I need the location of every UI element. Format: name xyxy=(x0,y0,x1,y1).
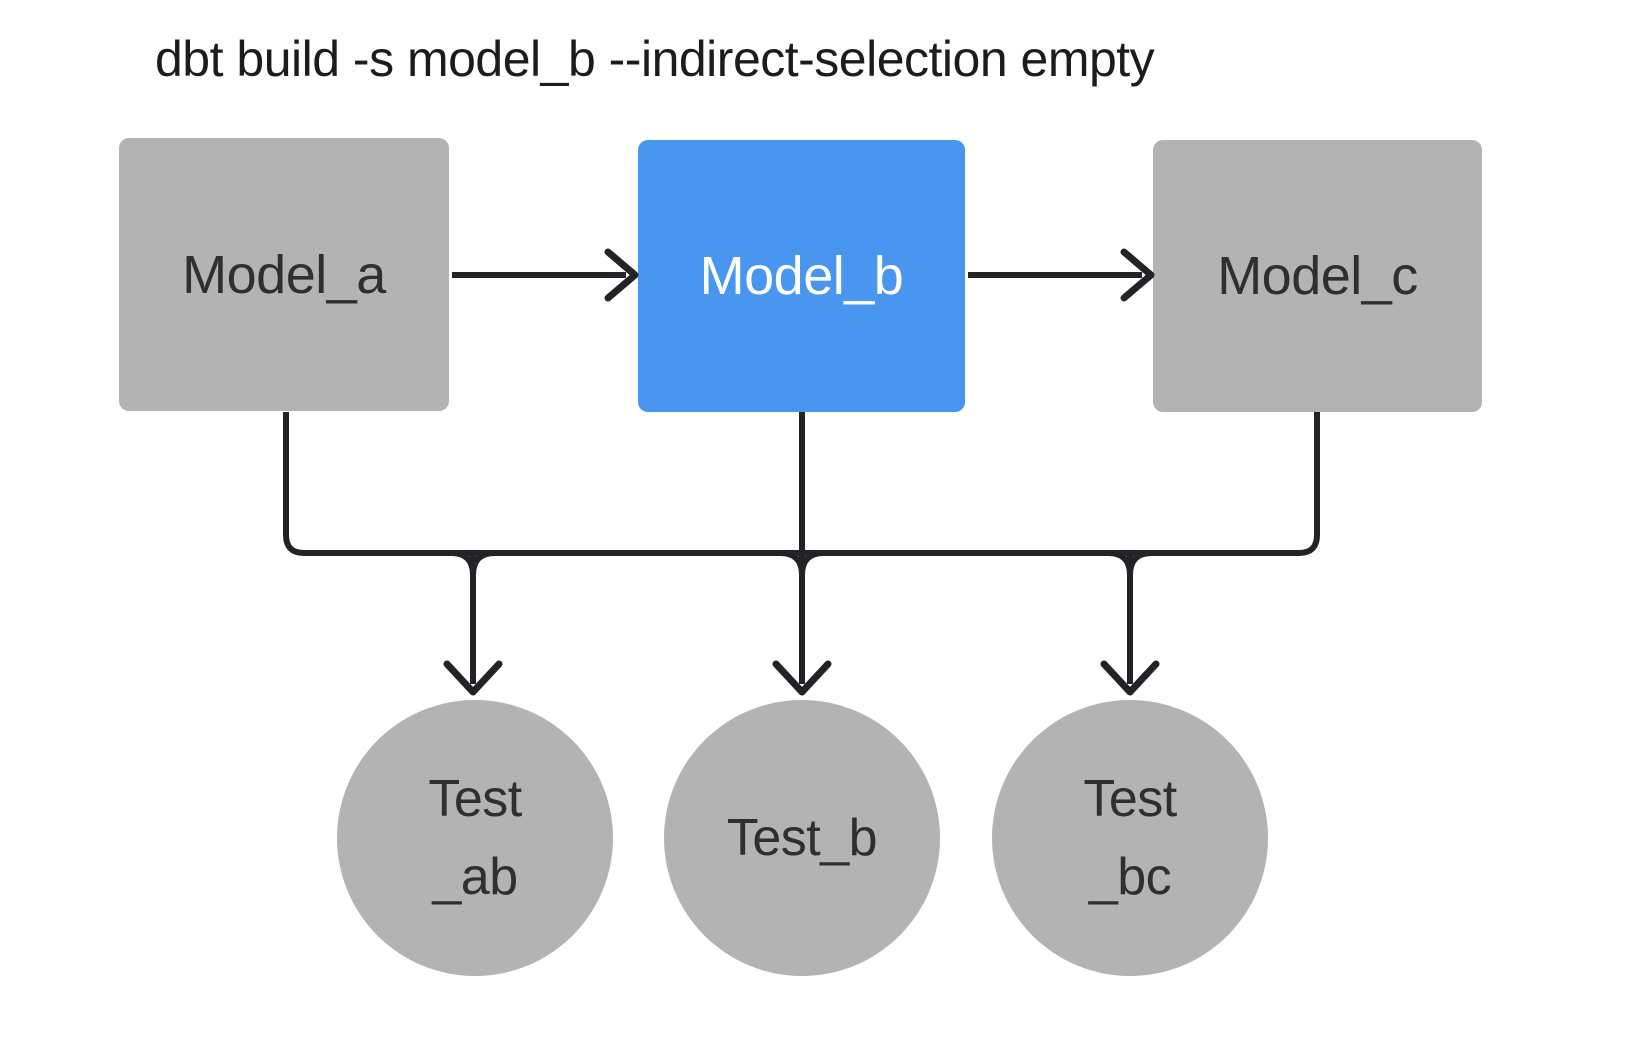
edge-fillet-test-b-right xyxy=(799,550,825,576)
diagram-title: dbt build -s model_b --indirect-selectio… xyxy=(155,31,1155,87)
node-model-c: Model_c xyxy=(1153,140,1482,412)
node-test-ab: Test _ab xyxy=(337,700,613,976)
edge-fillet-test-ab-right xyxy=(470,550,496,576)
node-test-bc-label-line1: Test xyxy=(1083,770,1177,828)
arrowhead-down-test-ab xyxy=(443,660,503,696)
node-model-b-selected: Model_b xyxy=(638,140,965,412)
node-model-a-label: Model_a xyxy=(182,244,386,305)
node-test-b: Test_b xyxy=(664,700,940,976)
arrowhead-down-test-bc xyxy=(1100,660,1160,696)
edge-bus-horizontal xyxy=(283,412,1320,556)
edge-fillet-test-ab-left xyxy=(450,550,476,576)
node-test-bc-label-line2: _bc xyxy=(1088,848,1172,906)
node-test-b-label-line1: Test_b xyxy=(726,809,878,867)
arrowhead-down-test-b xyxy=(772,660,832,696)
node-test-ab-label-line2: _ab xyxy=(432,848,518,906)
node-model-b-label: Model_b xyxy=(699,246,904,306)
node-model-a: Model_a xyxy=(119,138,449,411)
node-test-ab-label-line1: Test xyxy=(428,770,522,828)
node-test-bc: Test _bc xyxy=(992,700,1268,976)
edge-fillet-test-bc-left xyxy=(1107,550,1133,576)
edge-fillet-test-b-left xyxy=(779,550,805,576)
node-model-c-label: Model_c xyxy=(1217,246,1418,306)
edge-fillet-test-bc-right xyxy=(1127,550,1153,576)
arrowhead-right-model-c xyxy=(1120,248,1155,302)
arrowhead-right-model-b xyxy=(604,248,639,302)
